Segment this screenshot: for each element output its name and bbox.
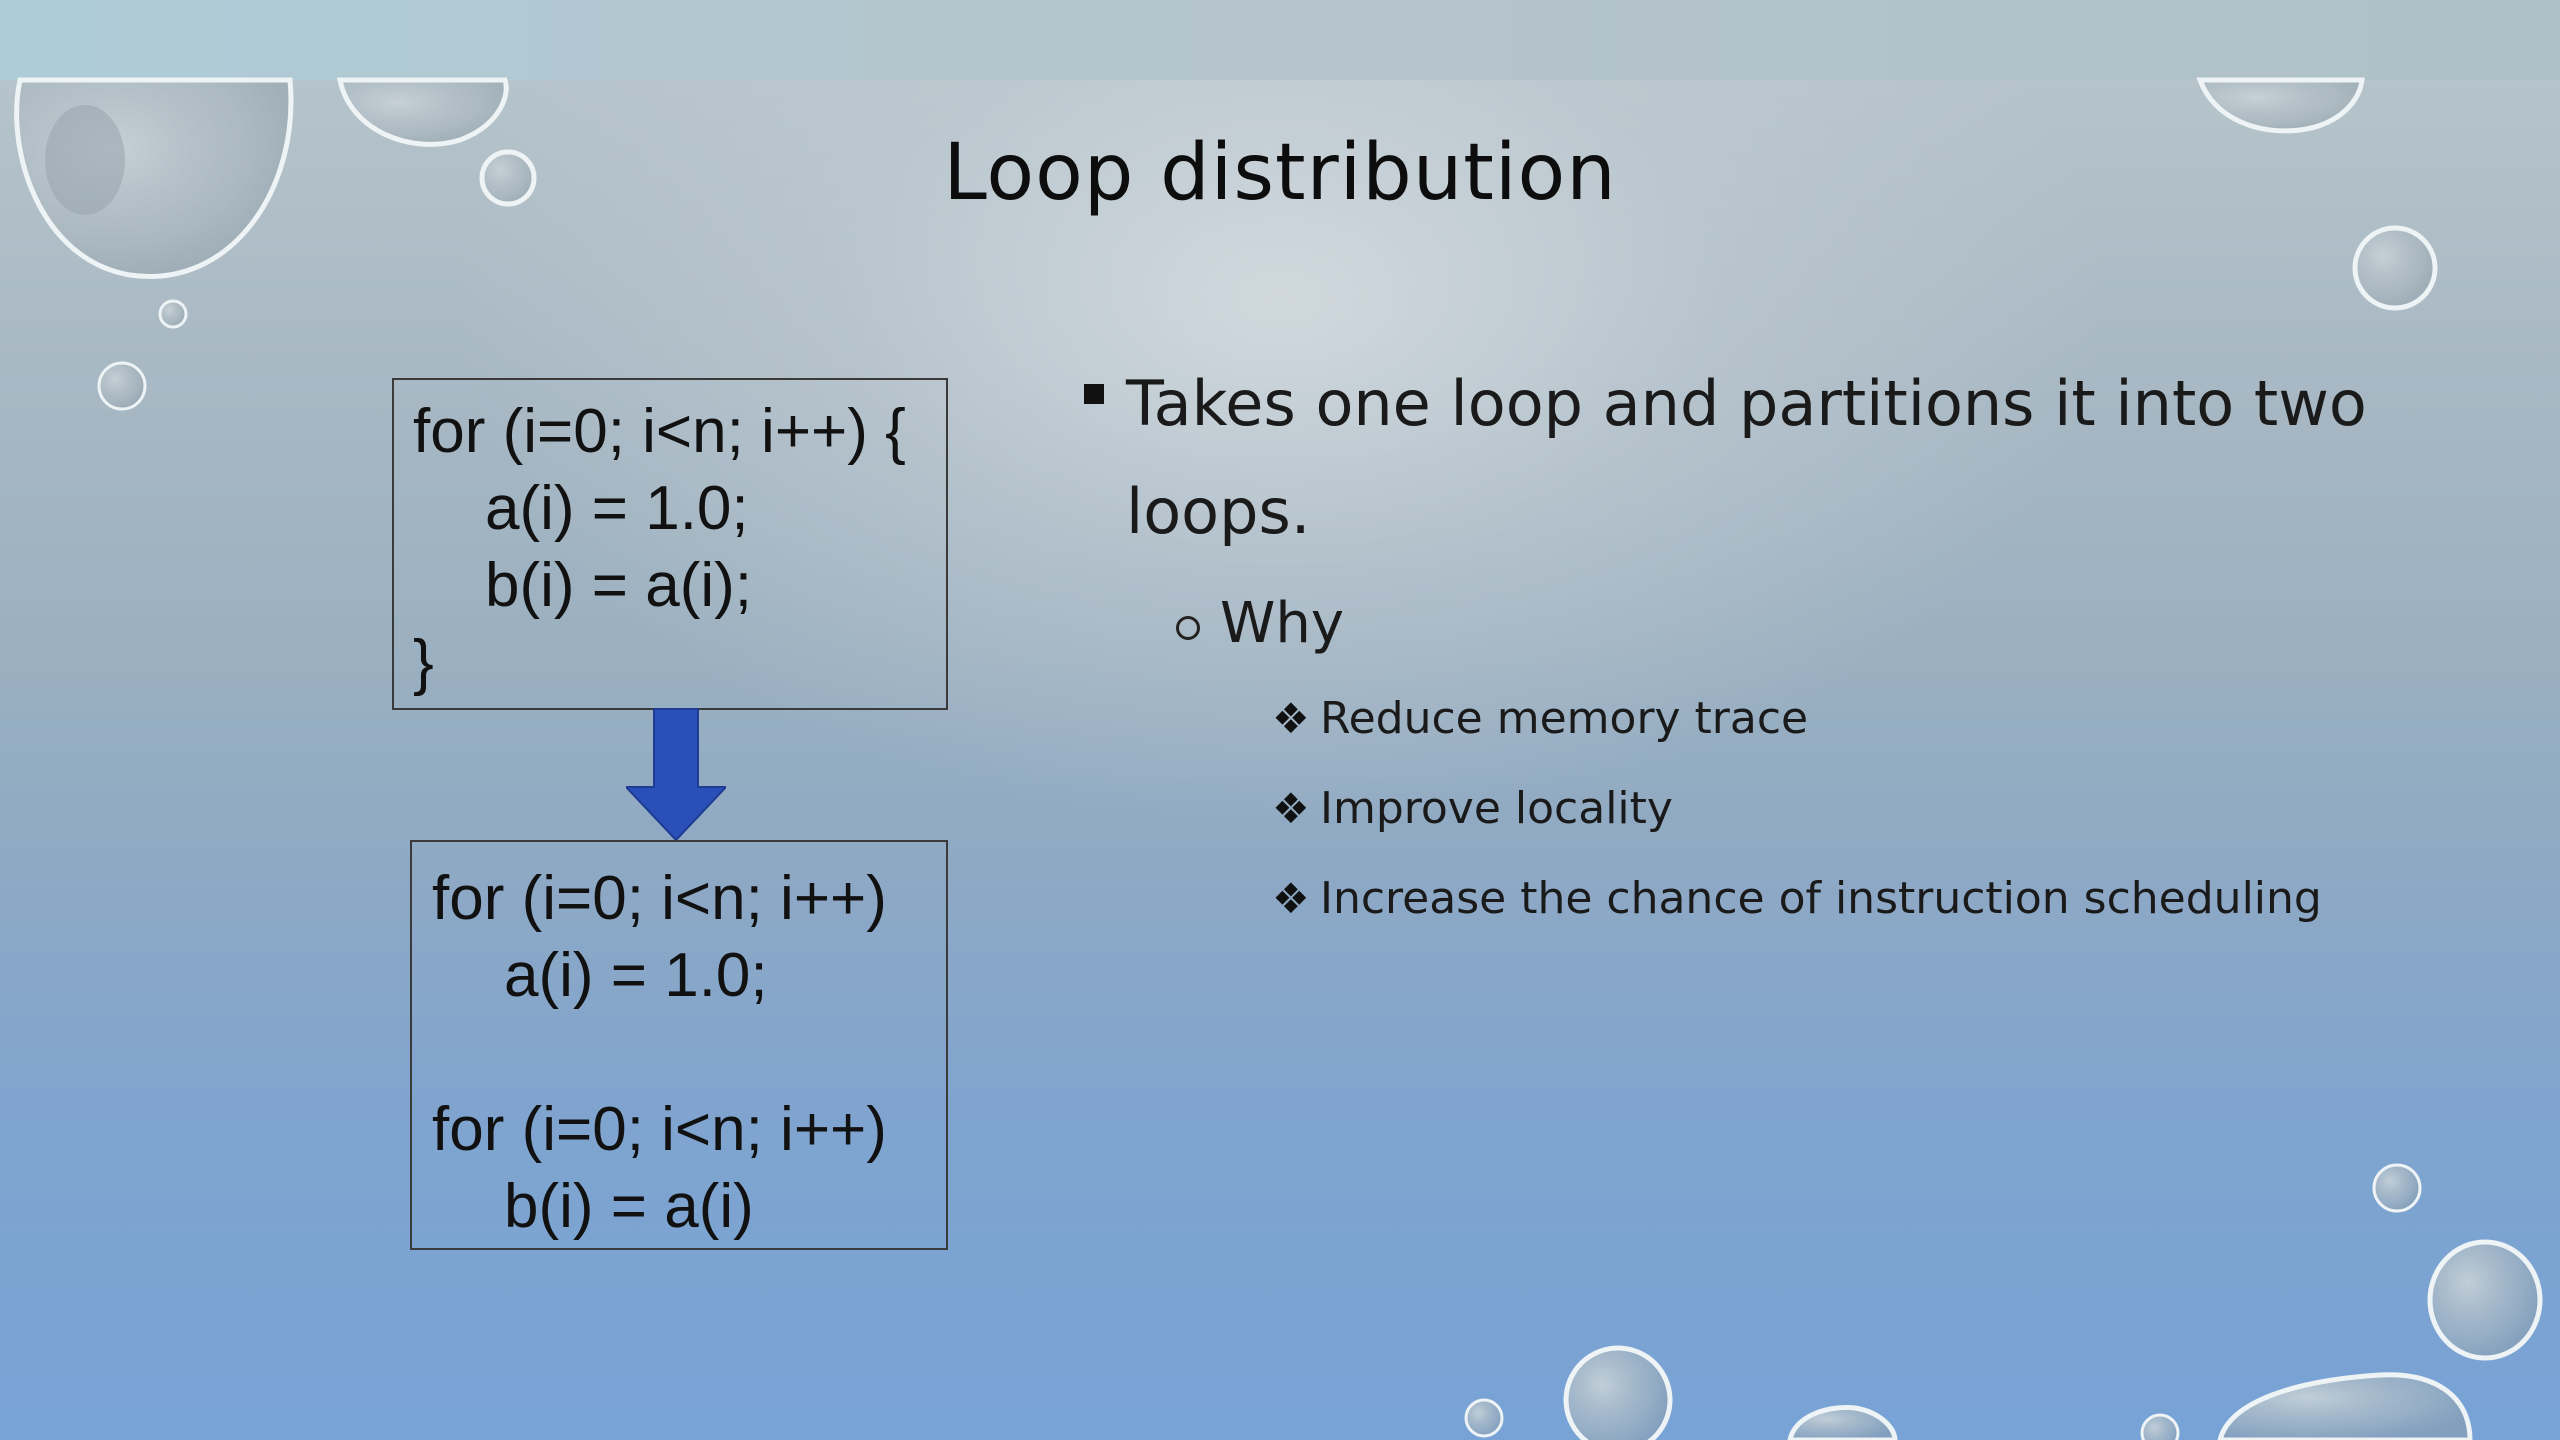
droplets-top-left — [14, 77, 537, 411]
four-diamond-bullet-icon: ❖ — [1272, 694, 1310, 743]
reason-text: Increase the chance of instruction sched… — [1320, 873, 2322, 924]
code-line: a(i) = 1.0; — [504, 941, 768, 1010]
sub-bullet-item: Why — [1176, 574, 2500, 674]
sub-bullet-text: Why — [1220, 591, 1345, 656]
code-after-box: for (i=0; i<n; i++) a(i) = 1.0; for (i=0; … — [410, 840, 948, 1250]
reason-text: Reduce memory trace — [1320, 693, 1809, 744]
four-diamond-bullet-icon: ❖ — [1272, 874, 1310, 923]
code-line: } — [413, 628, 434, 697]
slide-title: Loop distribution — [943, 128, 1617, 218]
reason-item: ❖ Increase the chance of instruction sch… — [1272, 854, 2500, 944]
slide-top-band — [0, 0, 2560, 80]
bullet-item: Takes one loop and partitions it into tw… — [1080, 350, 2500, 566]
bullet-text: Takes one loop and partitions it into tw… — [1126, 367, 2367, 548]
code-line: for (i=0; i<n; i++) — [432, 864, 887, 933]
code-line: a(i) = 1.0; — [485, 474, 749, 543]
droplets-top-right — [2196, 77, 2438, 311]
code-line-blank — [432, 1014, 946, 1091]
code-line: b(i) = a(i) — [504, 1172, 754, 1241]
reason-item: ❖ Improve locality — [1272, 764, 2500, 854]
droplets-bottom-right — [2140, 1163, 2543, 1440]
reason-text: Improve locality — [1320, 783, 1673, 834]
bullet-list: Takes one loop and partitions it into tw… — [1080, 350, 2500, 944]
square-bullet-icon — [1084, 384, 1104, 404]
four-diamond-bullet-icon: ❖ — [1272, 784, 1310, 833]
reason-item: ❖ Reduce memory trace — [1272, 674, 2500, 764]
down-arrow-icon — [626, 708, 726, 842]
droplets-bottom-center — [1464, 1345, 1898, 1440]
code-line: for (i=0; i<n; i++) { — [413, 397, 906, 466]
circle-bullet-icon — [1176, 616, 1200, 640]
code-line: b(i) = a(i); — [485, 551, 752, 620]
code-line: for (i=0; i<n; i++) — [432, 1095, 887, 1164]
code-before-box: for (i=0; i<n; i++) { a(i) = 1.0; b(i) = a… — [392, 378, 948, 710]
